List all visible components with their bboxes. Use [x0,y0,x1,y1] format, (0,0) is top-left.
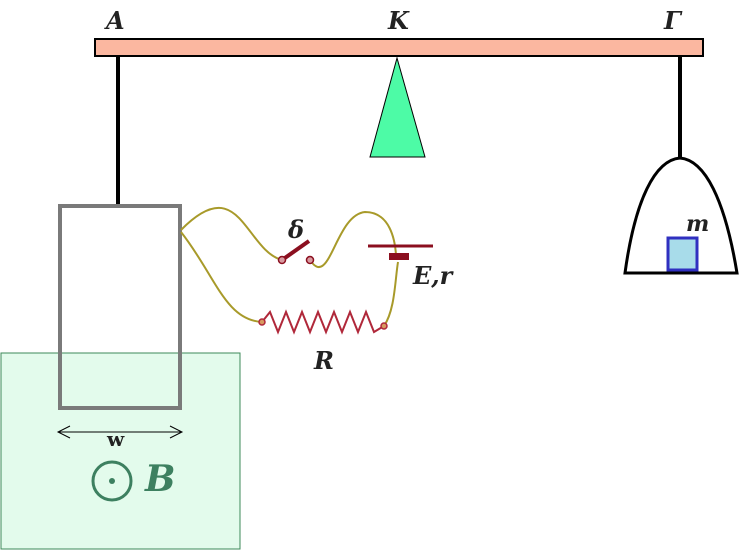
label-resistor: R [313,346,334,375]
mass-block [666,236,699,272]
out-of-page-dot-icon [91,460,133,502]
conducting-frame [58,204,182,410]
wire-battery-to-resistor [383,261,399,327]
fulcrum [369,56,426,158]
label-pivot-right: Γ [663,6,683,35]
balance-pan [623,156,739,275]
out-of-page-dot-center [109,478,115,484]
switch-terminal-right [305,255,315,265]
battery-short-plate [389,253,409,260]
label-field: B [144,458,175,500]
wire-top [180,206,283,261]
switch-terminal-left [277,255,287,265]
resistor-terminal-right [380,322,388,330]
switch-lever [280,239,311,262]
label-pivot-left: A [104,6,125,35]
magnetic-field-region [0,352,241,550]
resistor-terminal-left [258,318,266,326]
width-arrow-head-right [169,425,184,439]
balance-beam [94,38,704,57]
label-switch: δ [287,215,304,244]
label-pivot-center: K [387,6,410,35]
resistor-zigzag [261,309,385,335]
wire-switch-to-battery [309,210,397,269]
label-battery: E,r [412,261,455,290]
label-mass: m [686,211,709,237]
width-arrow-head-left [56,425,71,439]
label-width: w [106,427,125,451]
wire-bottom [180,231,263,323]
